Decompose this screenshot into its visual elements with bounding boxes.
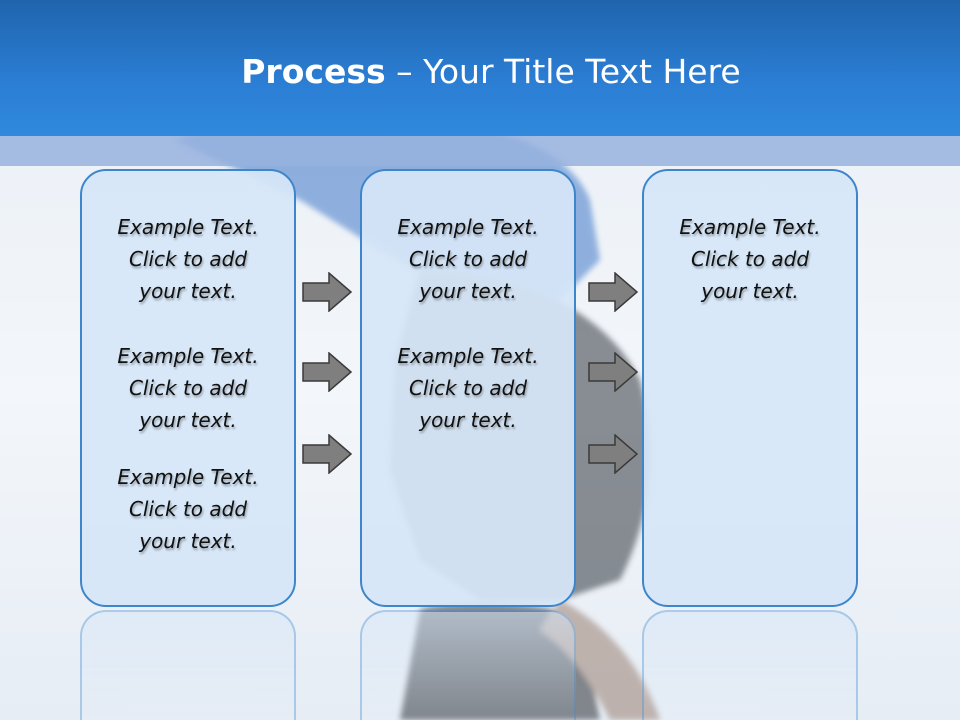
process-box-1[interactable]: Example Text. Click to add your text. Ex…	[80, 169, 296, 607]
text-placeholder[interactable]: Example Text. Click to add your text.	[644, 211, 856, 307]
slide-title[interactable]: Process – Your Title Text Here	[0, 52, 960, 91]
text-line: Click to add	[408, 247, 528, 271]
process-box-2[interactable]: Example Text. Click to add your text. Ex…	[360, 169, 576, 607]
text-line: your text.	[139, 279, 237, 303]
text-line: your text.	[419, 408, 517, 432]
box-reflection	[360, 610, 576, 720]
text-line: your text.	[701, 279, 799, 303]
text-placeholder[interactable]: Example Text. Click to add your text.	[82, 211, 294, 307]
right-arrow-icon[interactable]	[588, 434, 638, 474]
title-bold: Process	[241, 52, 386, 91]
right-arrow-icon[interactable]	[302, 272, 352, 312]
text-line: Example Text.	[117, 344, 259, 368]
text-line: your text.	[419, 279, 517, 303]
text-placeholder[interactable]: Example Text. Click to add your text.	[82, 461, 294, 557]
text-line: Example Text.	[397, 344, 539, 368]
text-placeholder[interactable]: Example Text. Click to add your text.	[362, 340, 574, 436]
text-line: your text.	[139, 408, 237, 432]
right-arrow-icon[interactable]	[588, 352, 638, 392]
text-line: Click to add	[128, 376, 248, 400]
process-box-3[interactable]: Example Text. Click to add your text.	[642, 169, 858, 607]
title-bar	[0, 0, 960, 136]
text-placeholder[interactable]: Example Text. Click to add your text.	[362, 211, 574, 307]
box-reflection	[80, 610, 296, 720]
text-line: Example Text.	[679, 215, 821, 239]
text-line: Click to add	[408, 376, 528, 400]
right-arrow-icon[interactable]	[302, 434, 352, 474]
right-arrow-icon[interactable]	[302, 352, 352, 392]
text-line: Example Text.	[117, 215, 259, 239]
text-line: Example Text.	[397, 215, 539, 239]
header-band	[0, 136, 960, 166]
right-arrow-icon[interactable]	[588, 272, 638, 312]
box-reflection	[642, 610, 858, 720]
text-line: your text.	[139, 529, 237, 553]
text-placeholder[interactable]: Example Text. Click to add your text.	[82, 340, 294, 436]
text-line: Click to add	[690, 247, 810, 271]
text-line: Click to add	[128, 497, 248, 521]
title-rest: – Your Title Text Here	[385, 52, 741, 91]
text-line: Example Text.	[117, 465, 259, 489]
text-line: Click to add	[128, 247, 248, 271]
